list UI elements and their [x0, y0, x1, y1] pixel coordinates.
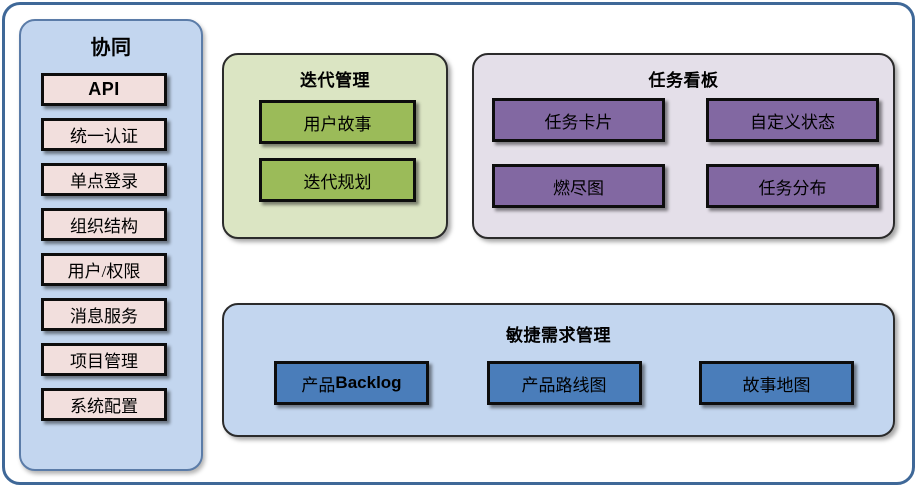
sidebar-item-system-config[interactable]: 系统配置	[41, 388, 167, 421]
sidebar-item-project-management[interactable]: 项目管理	[41, 343, 167, 376]
outer-frame: 协同 API 统一认证 单点登录 组织结构 用户/权限 消息服务 项目管理 系统…	[2, 2, 915, 485]
sidebar-item-org-structure[interactable]: 组织结构	[41, 208, 167, 241]
sidebar-item-unified-auth[interactable]: 统一认证	[41, 118, 167, 151]
task-board-item-task-card[interactable]: 任务卡片	[492, 98, 665, 142]
sidebar-item-message-service[interactable]: 消息服务	[41, 298, 167, 331]
iteration-item-iteration-planning[interactable]: 迭代规划	[259, 158, 416, 202]
collaboration-item-list: API 统一认证 单点登录 组织结构 用户/权限 消息服务 项目管理 系统配置	[41, 73, 185, 433]
task-board-item-grid: 任务卡片 自定义状态 燃尽图 任务分布	[492, 98, 879, 230]
iteration-item-user-story[interactable]: 用户故事	[259, 100, 416, 144]
task-board-item-task-distribution[interactable]: 任务分布	[706, 164, 879, 208]
panel-agile-requirements-title: 敏捷需求管理	[506, 326, 611, 345]
requirements-item-product-roadmap[interactable]: 产品路线图	[486, 361, 642, 405]
iteration-item-list: 用户故事 迭代规划	[259, 100, 416, 216]
requirements-item-story-map[interactable]: 故事地图	[699, 361, 854, 405]
task-board-item-burndown-chart[interactable]: 燃尽图	[492, 164, 665, 208]
sidebar-item-user-permissions[interactable]: 用户/权限	[41, 253, 167, 286]
panel-task-board-title: 任务看板	[648, 71, 719, 90]
panel-task-board[interactable]: 任务看板 任务卡片 自定义状态 燃尽图 任务分布	[472, 53, 895, 239]
panel-iteration-management[interactable]: 迭代管理 用户故事 迭代规划	[222, 53, 448, 239]
sidebar-item-api[interactable]: API	[41, 73, 167, 106]
sidebar-item-single-sign-on[interactable]: 单点登录	[41, 163, 167, 196]
panel-iteration-management-title: 迭代管理	[300, 71, 370, 90]
panel-collaboration-title: 协同	[90, 37, 132, 59]
requirements-item-product-backlog-latin: Backlog	[335, 373, 402, 392]
requirements-item-product-backlog-cjk: 产品	[301, 375, 336, 395]
task-board-item-custom-status[interactable]: 自定义状态	[706, 98, 879, 142]
panel-collaboration[interactable]: 协同 API 统一认证 单点登录 组织结构 用户/权限 消息服务 项目管理 系统…	[19, 19, 203, 471]
